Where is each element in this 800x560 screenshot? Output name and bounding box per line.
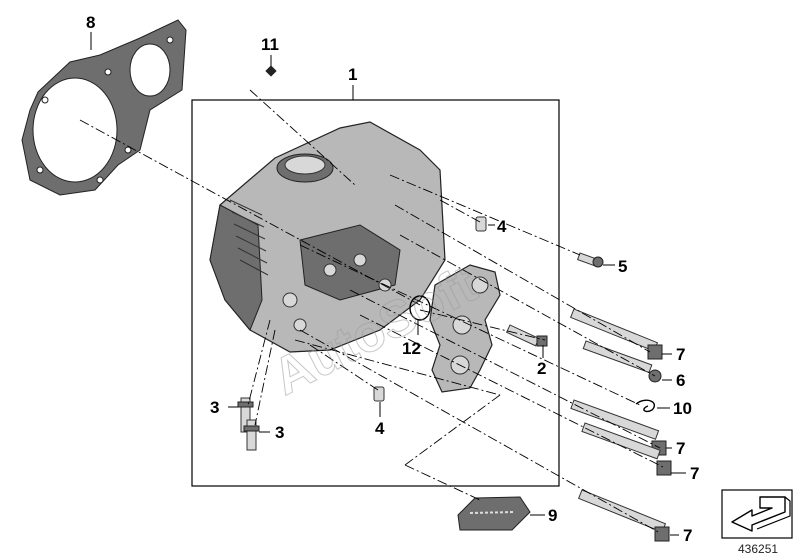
bolt-6 [582,340,662,383]
callout-12: 12 [402,339,421,358]
construction-lines [79,89,666,534]
back-arrow-button[interactable] [721,489,793,539]
callout-11: 11 [261,35,279,54]
callout-7-fourth: 7 [683,526,692,545]
chain-guide [457,496,531,531]
head-gasket [21,19,187,196]
callout-10: 10 [673,399,692,418]
assembly-frame [191,99,560,487]
long-bolt-7c [581,422,672,476]
bolt-2 [505,324,548,347]
dowel-sleeve-upper [475,216,487,232]
callout-7-second: 7 [676,439,685,458]
leader-lines [90,32,686,536]
callout-4-lower: 4 [375,419,385,438]
document-number: 436251 [738,542,778,556]
dowel-sleeve-lower [373,386,385,402]
callout-6: 6 [676,371,685,390]
stud-upper [237,397,254,433]
stud-lower [243,419,260,451]
callout-numbers: 1 11 8 4 5 2 12 7 6 10 4 3 3 7 7 9 7 [86,13,699,545]
callout-9: 9 [548,506,557,525]
callout-5: 5 [618,257,627,276]
callout-2: 2 [537,359,546,378]
callout-4-upper: 4 [497,217,507,236]
callout-3-lower: 3 [275,423,284,442]
callout-8: 8 [86,13,95,32]
callout-7-third: 7 [690,464,699,483]
callout-1: 1 [348,65,357,84]
plug-fitting [265,65,277,77]
bolt-5 [576,252,604,268]
long-bolt-7a [569,308,663,360]
cylinder-head [209,121,446,353]
o-ring [409,295,431,321]
callout-7-first: 7 [676,345,685,364]
long-bolt-7d [577,489,670,542]
callout-3-upper: 3 [210,398,219,417]
hairpin-clip [635,399,655,413]
back-arrow-icon [731,496,791,532]
